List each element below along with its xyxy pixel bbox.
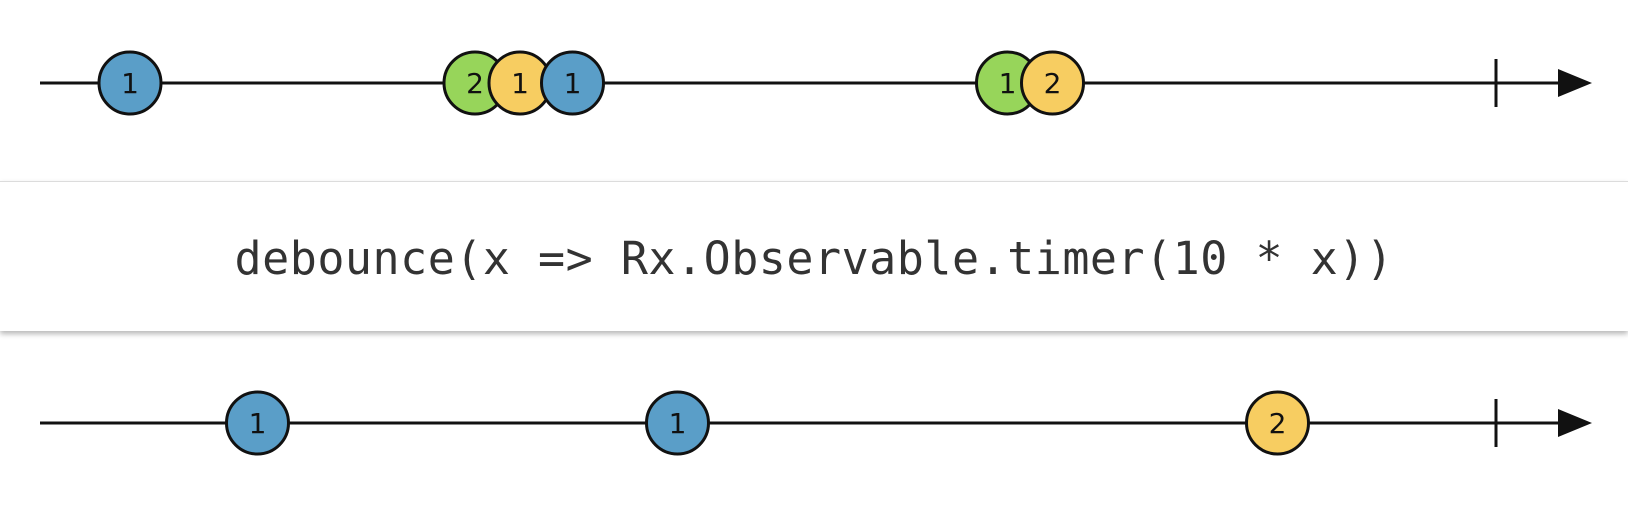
input-timeline-marble-label: 1 [564,67,582,100]
output-timeline-marble-circle [225,390,290,456]
output-timeline-marble-circle [1245,390,1310,456]
output-timeline-svg: 1 1 2 [40,390,1592,456]
output-timeline-marble: 1 [645,390,710,456]
input-timeline-marble: 2 [442,50,508,116]
input-timeline-marble: 2 [1020,50,1085,116]
input-timeline-marble-circle [1020,50,1085,116]
output-timeline-marble: 2 [1245,390,1310,456]
input-timeline-marble: 1 [975,50,1040,116]
input-timeline-marble-circle [540,50,605,116]
input-timeline-marble: 1 [540,50,605,116]
input-timeline-marble-label: 1 [511,67,529,100]
output-timeline-marble: 1 [225,390,290,456]
output-timeline-marble-label: 2 [1269,407,1287,440]
output-timeline: 1 1 2 [0,363,1628,483]
output-timeline-marble-label: 1 [249,407,267,440]
output-timeline-arrow-head [1558,409,1592,437]
output-timeline-marble-circle [645,390,710,456]
input-timeline-marble: 1 [97,50,163,116]
operator-label: debounce(x => Rx.Observable.timer(10 * x… [234,232,1394,285]
operator-box: debounce(x => Rx.Observable.timer(10 * x… [0,181,1628,331]
input-timeline-marble: 1 [487,50,553,116]
input-timeline-arrow-head [1558,69,1592,97]
input-timeline-marble-circle [97,50,163,116]
output-timeline-marble-label: 1 [669,407,687,440]
input-timeline-marble-label: 2 [1044,67,1062,100]
input-timeline-marble-label: 1 [121,67,139,100]
input-timeline-marble-label: 1 [999,67,1017,100]
input-timeline-marble-label: 2 [466,67,484,100]
